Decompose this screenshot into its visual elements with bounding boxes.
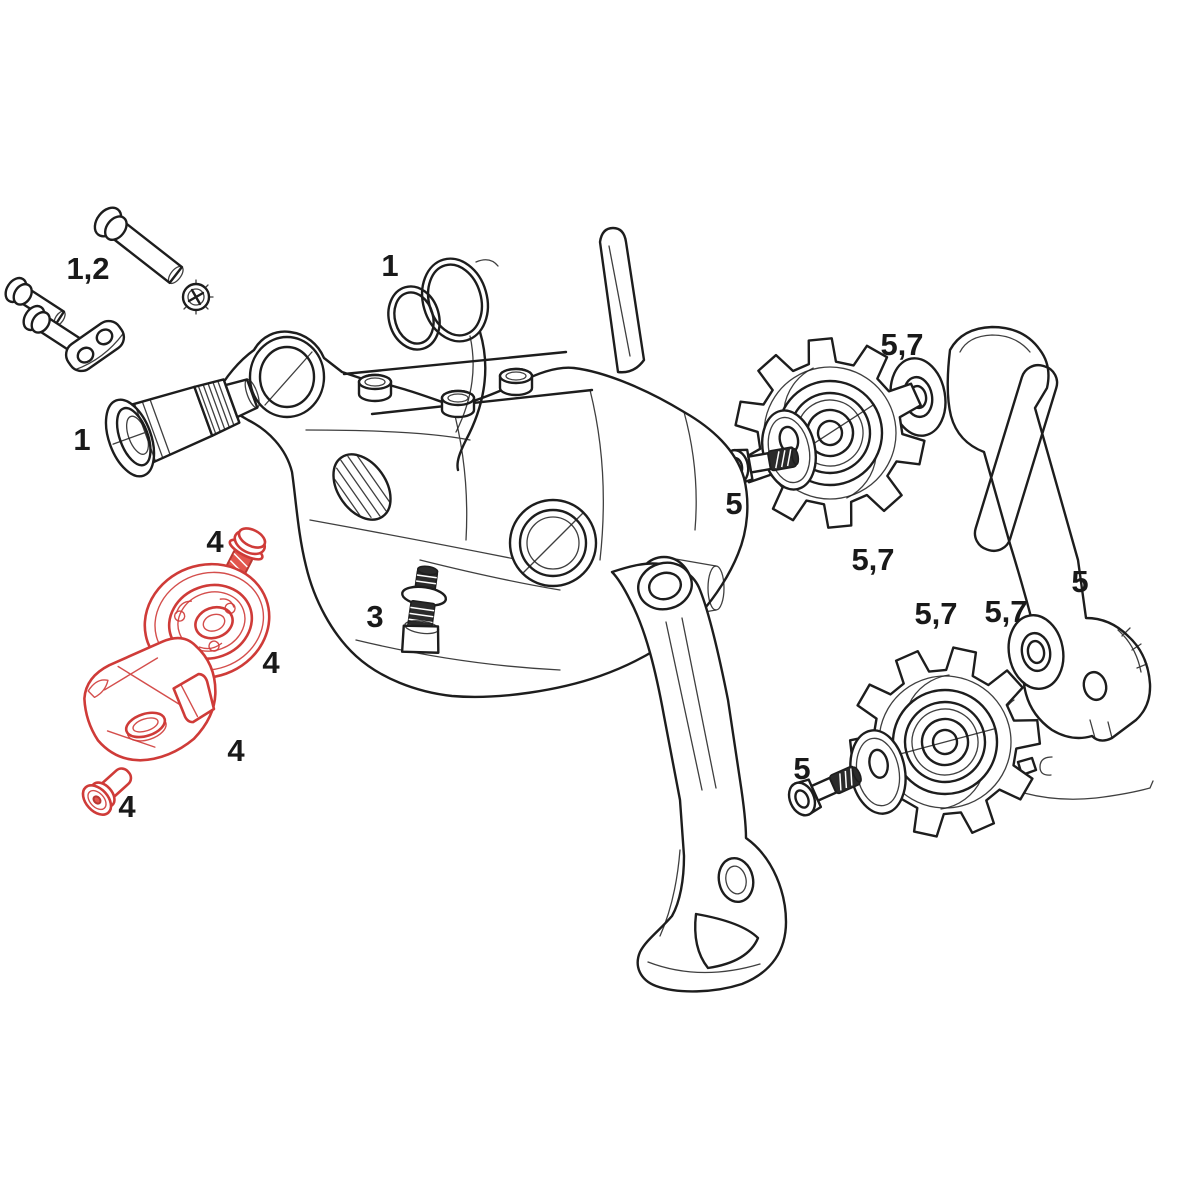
- label-1-2: 1,2: [66, 251, 109, 286]
- label-57-b: 5,7: [851, 542, 894, 577]
- label-4-d: 4: [118, 789, 136, 824]
- b-washer-rings: [387, 257, 499, 472]
- inner-cage-plate: [946, 325, 1152, 742]
- label-5-cage: 5: [1071, 564, 1088, 599]
- lower-rear-washer: [1007, 614, 1065, 690]
- barrel-adjuster: [104, 378, 260, 478]
- label-57-d: 5,7: [984, 594, 1027, 629]
- outer-cage-plate: [610, 561, 788, 993]
- cable-anchor-bolt: [400, 565, 448, 654]
- lower-pulley-wheel: [815, 613, 1075, 871]
- lower-pulley-bolt: [787, 765, 862, 817]
- label-4-a: 4: [206, 524, 224, 559]
- mounting-bolt-long: [93, 206, 184, 285]
- cage-lock-bolt-bottom: [81, 767, 133, 816]
- label-1-top: 1: [381, 248, 398, 283]
- derailleur-body: [214, 330, 749, 699]
- cable-anchor-plate: [64, 319, 126, 373]
- label-57-a: 5,7: [880, 327, 923, 362]
- label-5-upper: 5: [725, 486, 742, 521]
- label-1-left: 1: [73, 422, 90, 457]
- star-nut: [181, 279, 214, 315]
- hanger-tab: [598, 226, 646, 374]
- label-5-lower: 5: [793, 751, 810, 786]
- label-57-c: 5,7: [914, 596, 957, 631]
- cage-lock-cover: [83, 636, 217, 762]
- label-3: 3: [366, 599, 383, 634]
- label-4-c: 4: [227, 733, 245, 768]
- part-labels: 1,2 1 1 4 4 4 4 3 5 5,7 5,7 5,7 5,7 5 5: [66, 248, 1088, 824]
- label-4-b: 4: [262, 645, 280, 680]
- limit-screws: [4, 276, 84, 355]
